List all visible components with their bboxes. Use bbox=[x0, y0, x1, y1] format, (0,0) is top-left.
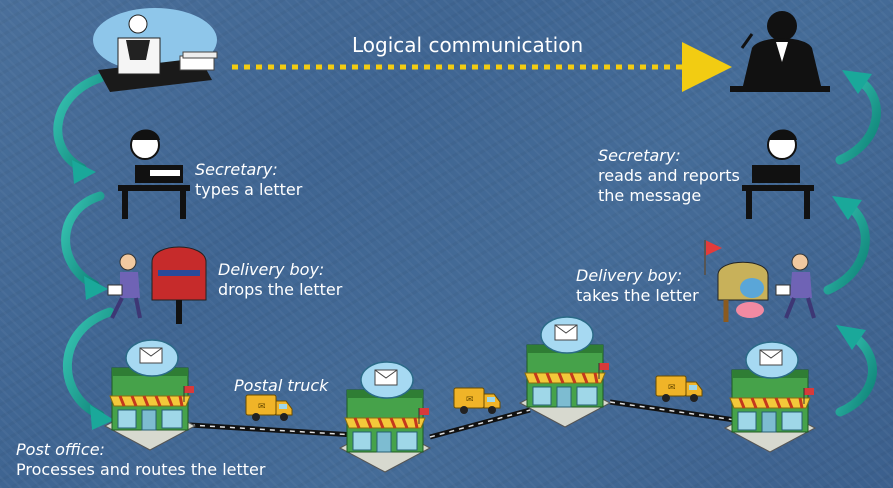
logical-communication-label: Logical communication bbox=[352, 33, 584, 57]
left-delivery-role: Delivery boy: bbox=[218, 260, 325, 279]
post-office-label: Post office: Processes and routes the le… bbox=[16, 440, 265, 480]
left-secretary-icon bbox=[118, 129, 190, 219]
postal-truck-2 bbox=[453, 387, 501, 415]
left-flow-arrowheads bbox=[72, 160, 114, 430]
right-secretary-action-2: the message bbox=[598, 186, 702, 205]
right-delivery-boy-icon bbox=[775, 253, 816, 319]
right-secretary-role: Secretary: bbox=[598, 146, 681, 165]
post-office-2 bbox=[338, 360, 432, 474]
postal-truck-3 bbox=[655, 375, 703, 403]
right-flow-arrows bbox=[823, 75, 881, 417]
right-delivery-label: Delivery boy: takes the letter bbox=[576, 266, 699, 306]
right-secretary-action-1: reads and reports bbox=[598, 166, 740, 185]
receiver-boss-icon bbox=[730, 11, 830, 92]
left-secretary-action: types a letter bbox=[195, 180, 303, 199]
right-secretary-icon bbox=[742, 129, 814, 219]
right-delivery-action: takes the letter bbox=[576, 286, 699, 305]
left-delivery-action: drops the letter bbox=[218, 280, 343, 299]
post-office-3 bbox=[518, 315, 612, 429]
left-delivery-boy-icon bbox=[107, 253, 142, 319]
left-mailbox-icon bbox=[151, 246, 207, 324]
left-secretary-role: Secretary: bbox=[195, 160, 278, 179]
right-secretary-label: Secretary: reads and reports the message bbox=[598, 146, 740, 206]
right-mailbox-icon bbox=[704, 240, 769, 322]
postal-truck-label: Postal truck bbox=[234, 376, 328, 396]
post-office-4 bbox=[723, 340, 817, 454]
post-office-role: Post office: bbox=[16, 440, 105, 459]
post-office-1 bbox=[103, 338, 197, 452]
right-flow-arrowheads bbox=[832, 70, 872, 350]
sender-boss-icon bbox=[93, 8, 218, 92]
left-delivery-label: Delivery boy: drops the letter bbox=[218, 260, 342, 300]
left-secretary-label: Secretary: types a letter bbox=[195, 160, 302, 200]
postal-truck-role: Postal truck bbox=[234, 376, 329, 395]
postal-truck-1 bbox=[245, 394, 293, 422]
post-office-action: Processes and routes the letter bbox=[16, 460, 266, 479]
right-delivery-role: Delivery boy: bbox=[576, 266, 683, 285]
left-flow-arrows bbox=[53, 73, 115, 420]
